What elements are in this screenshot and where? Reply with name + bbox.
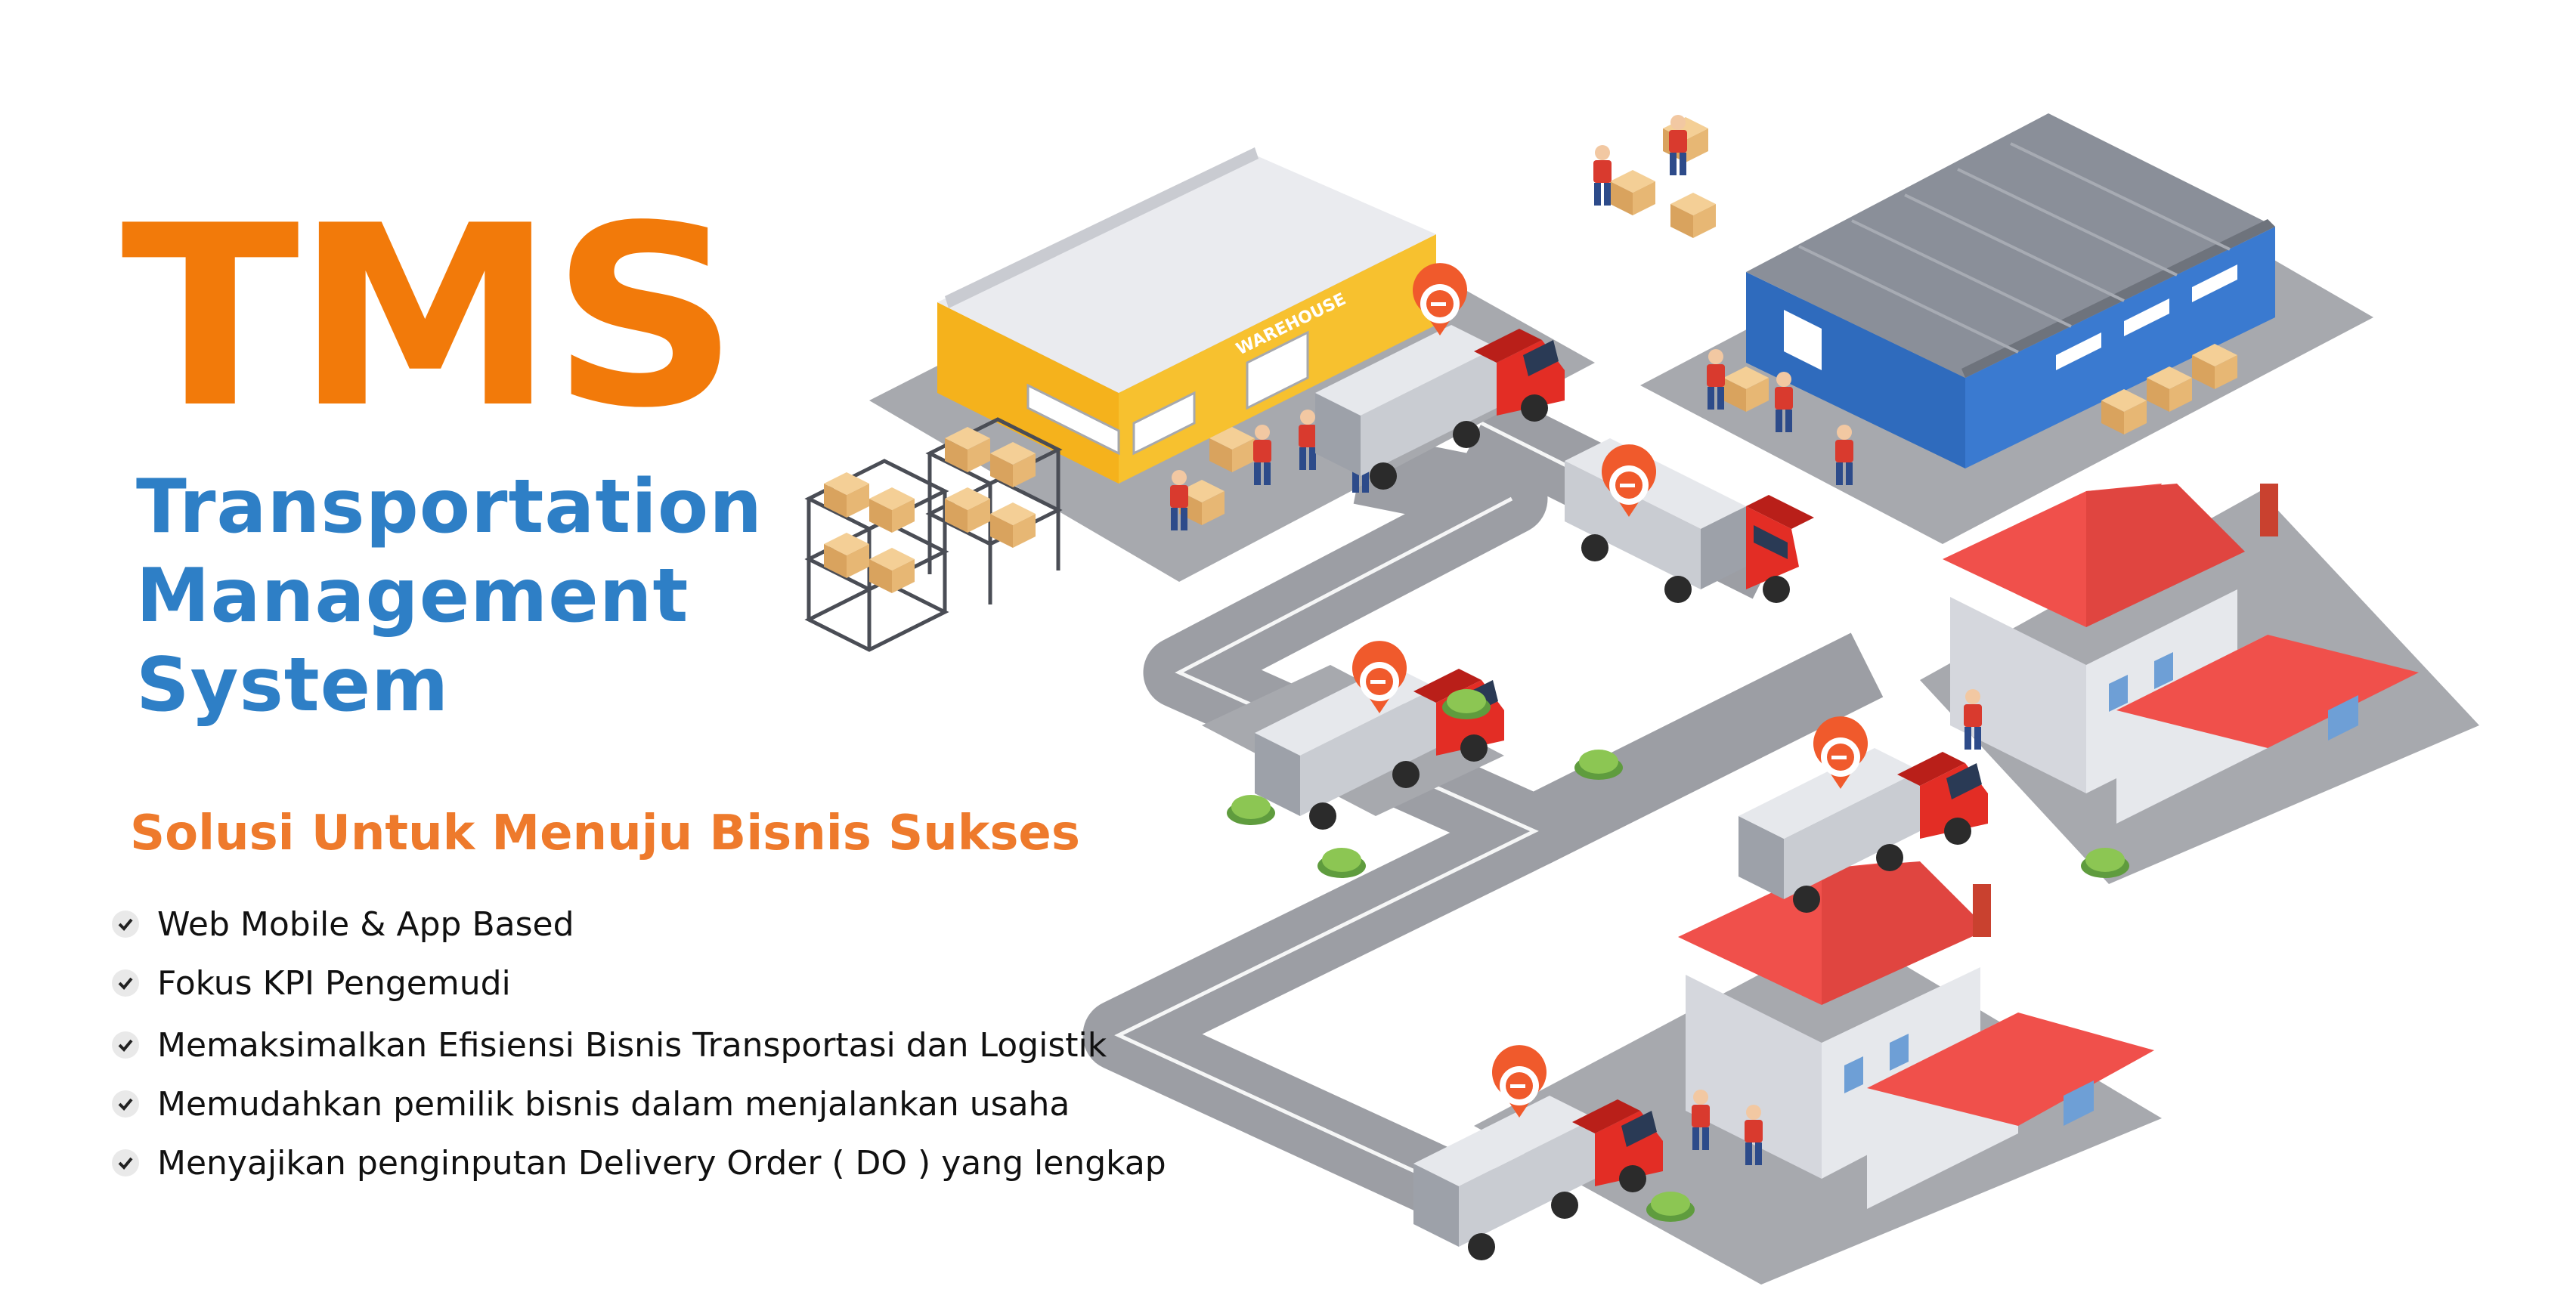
feature-text: Memudahkan pemilik bisnis dalam menjalan… xyxy=(157,1084,1070,1124)
house-upper xyxy=(1943,484,2419,824)
feature-text: Fokus KPI Pengemudi xyxy=(157,963,511,1003)
check-icon xyxy=(112,969,139,997)
list-item: Menyajikan penginputan Delivery Order ( … xyxy=(112,1133,1166,1192)
full-name-line-1: Transportation xyxy=(136,464,763,550)
blue-warehouse xyxy=(1746,113,2275,468)
list-item: Fokus KPI Pengemudi xyxy=(112,954,1166,1013)
feature-text: Memaksimalkan Efisiensi Bisnis Transport… xyxy=(157,1025,1107,1065)
storage-racks xyxy=(804,417,1063,652)
full-name: Transportation Management System xyxy=(136,462,763,730)
check-icon xyxy=(112,1090,139,1118)
yellow-warehouse: WAREHOUSE xyxy=(937,147,1436,484)
house-lower xyxy=(1678,861,2154,1209)
tagline: Solusi Untuk Menuju Bisnis Sukses xyxy=(130,805,1080,861)
list-item: Memaksimalkan Efisiensi Bisnis Transport… xyxy=(112,1016,1166,1074)
feature-list: Web Mobile & App Based Fokus KPI Pengemu… xyxy=(112,895,1166,1192)
list-item: Memudahkan pemilik bisnis dalam menjalan… xyxy=(112,1074,1166,1133)
check-icon xyxy=(112,1031,139,1059)
check-icon xyxy=(112,1149,139,1176)
feature-text: Web Mobile & App Based xyxy=(157,904,574,944)
full-name-line-2: Management xyxy=(136,553,689,639)
feature-text: Menyajikan penginputan Delivery Order ( … xyxy=(157,1143,1166,1183)
acronym-title: TMS xyxy=(121,172,739,462)
check-icon xyxy=(112,911,139,938)
full-name-line-3: System xyxy=(136,642,450,728)
list-item: Web Mobile & App Based xyxy=(112,895,1166,954)
